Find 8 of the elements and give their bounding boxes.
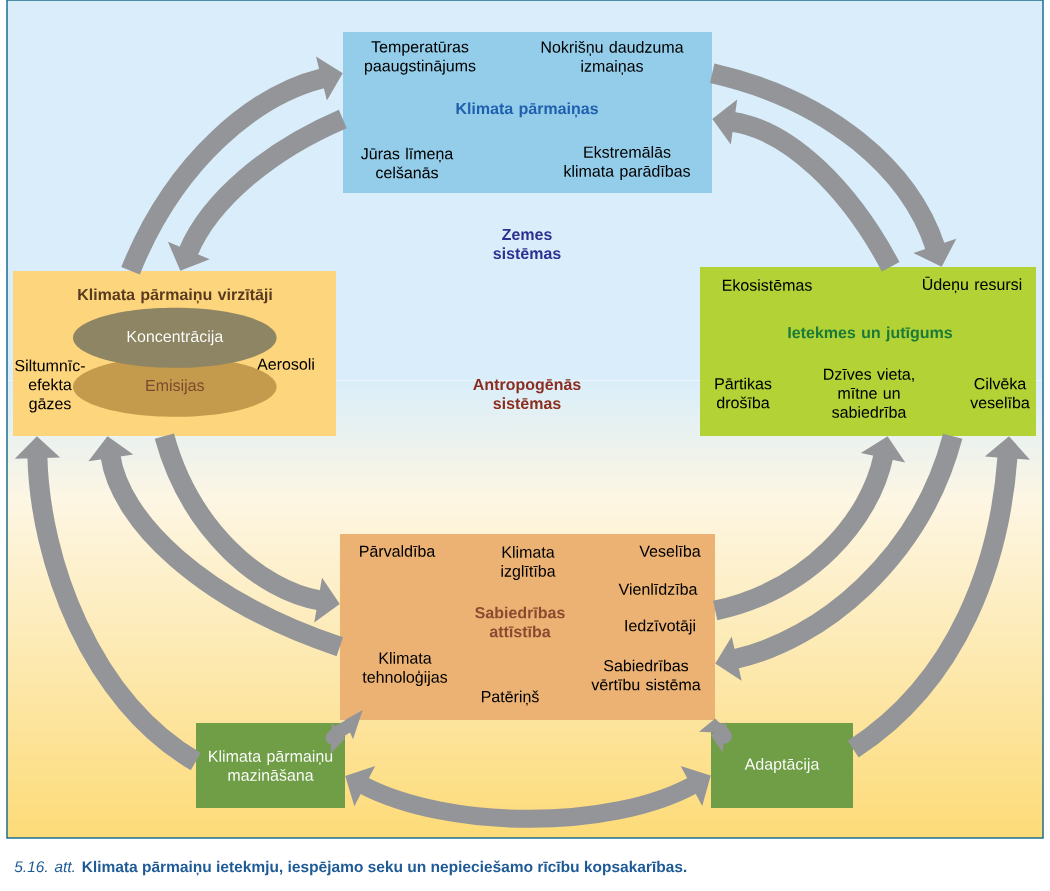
box: Klimata pārmaiņu mazināšana — [196, 723, 345, 808]
box: Pārvaldība Klimata izglītība Veselība Sabiedrības attīstība Vienlīdzība Iedzīvotāji Klimata tehnoloģijas Sabiedrības vērtību sistēma Patēriņš — [340, 534, 715, 720]
system-label: Antropogēnās sistēmas — [473, 378, 581, 410]
system-label: Zemes sistēmas — [493, 228, 561, 260]
box: Ekosistēmas Ūdeņu resursi Ietekmes un jutīgums Pārtikas drošība Dzīves vieta, mītne un sabiedrība Cilvēka veselība — [700, 267, 1036, 436]
box: Temperatūras paaugstinājums Nokrišņu daudzuma izmaiņas Klimata pārmaiņas Jūras līmeņa celšanās Ekstremālās klimata parādības — [343, 32, 712, 193]
caption: 5.16. att. Klimata pārmaiņu ietekmju, iespējamo seku un nepieciešamo rīcību kopsakarības. — [14, 860, 687, 876]
box: Adaptācija — [711, 723, 853, 808]
